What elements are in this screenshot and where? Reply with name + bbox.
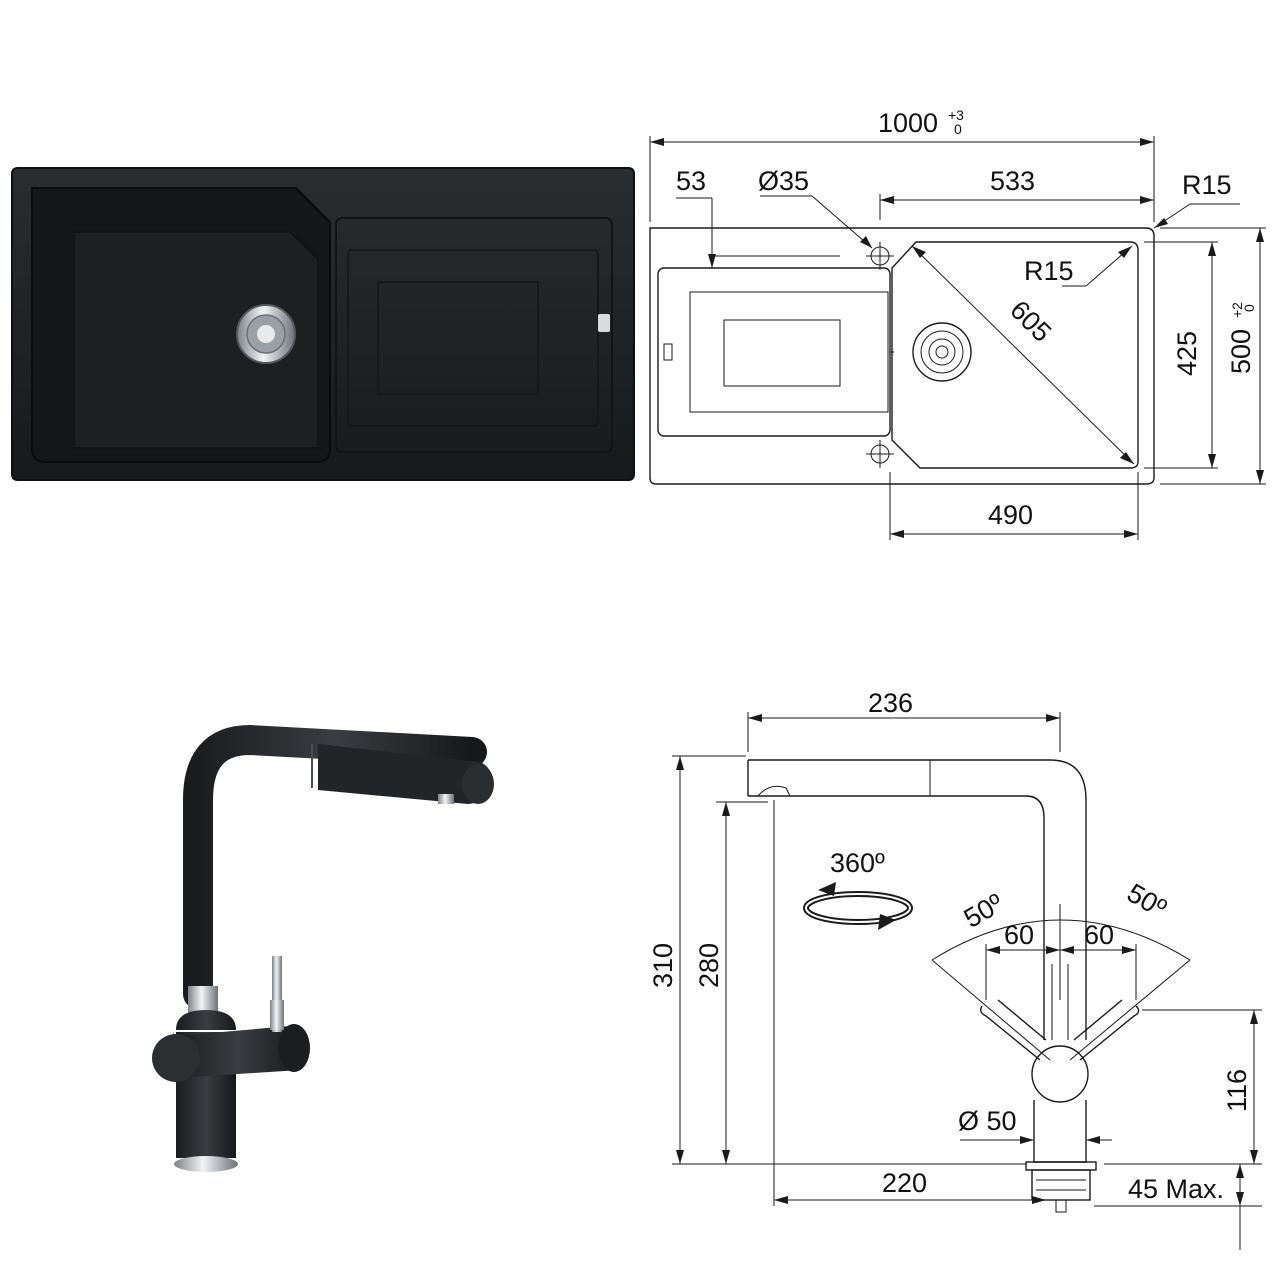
dim-corner-radius-outer: R15 — [1182, 170, 1232, 200]
dim-lever-height: 116 — [1222, 1069, 1252, 1112]
dim-spout-reach: 236 — [868, 688, 913, 718]
dim-corner-radius-bowl: R15 — [1024, 256, 1074, 286]
dim-base-to-outlet: 220 — [882, 1168, 927, 1198]
dim-overall-depth: 500 — [1226, 329, 1256, 374]
rotation-icon — [803, 882, 913, 930]
dim-spout-height: 280 — [694, 943, 724, 988]
dim-lever-offset-left: 60 — [1004, 920, 1034, 950]
overflow-icon — [598, 314, 610, 332]
tap-outlet-icon — [438, 794, 454, 804]
drain-icon — [236, 304, 296, 364]
dim-body-diameter: Ø 50 — [958, 1106, 1017, 1136]
dim-lever-angle-left: 50º — [959, 888, 1009, 934]
dim-rotation: 360º — [830, 848, 885, 878]
dim-bowl-width-bottom: 490 — [988, 500, 1033, 530]
tap-hole-bottom-icon — [866, 440, 894, 468]
dim-bowl-width-top: 533 — [990, 166, 1035, 196]
tap-dimension-drawing: 236 310 280 360º 50º 50º — [648, 688, 1262, 1250]
tap-lever — [272, 956, 282, 1032]
dim-overall-width-tol-lower: 0 — [954, 121, 962, 137]
sink-photo — [11, 167, 635, 481]
dim-overall-depth-tol-upper: +2 — [1229, 302, 1245, 318]
dim-overall-width: 1000 — [878, 108, 938, 138]
dim-overall-width-tol-upper: +3 — [948, 107, 964, 123]
dim-max-deck-thickness: 45 Max. — [1128, 1174, 1224, 1204]
dim-bowl-diagonal: 605 — [1004, 295, 1057, 348]
dim-overall-depth-tol-lower: 0 — [1241, 304, 1257, 312]
dim-edge-offset: 53 — [676, 166, 706, 196]
dim-bowl-depth: 425 — [1172, 331, 1202, 376]
dim-tap-hole-diameter: Ø35 — [758, 166, 809, 196]
sink-dimension-drawing: 1000 +3 0 53 Ø35 533 R15 R15 605 — [649, 107, 1266, 540]
dim-lever-angle-right: 50º — [1122, 878, 1172, 924]
sink-drain-icon — [912, 322, 972, 382]
tap-photo — [152, 724, 494, 1172]
dim-total-height: 310 — [648, 943, 678, 988]
dim-lever-offset-right: 60 — [1084, 920, 1114, 950]
tap-hole-top-icon — [866, 242, 894, 270]
